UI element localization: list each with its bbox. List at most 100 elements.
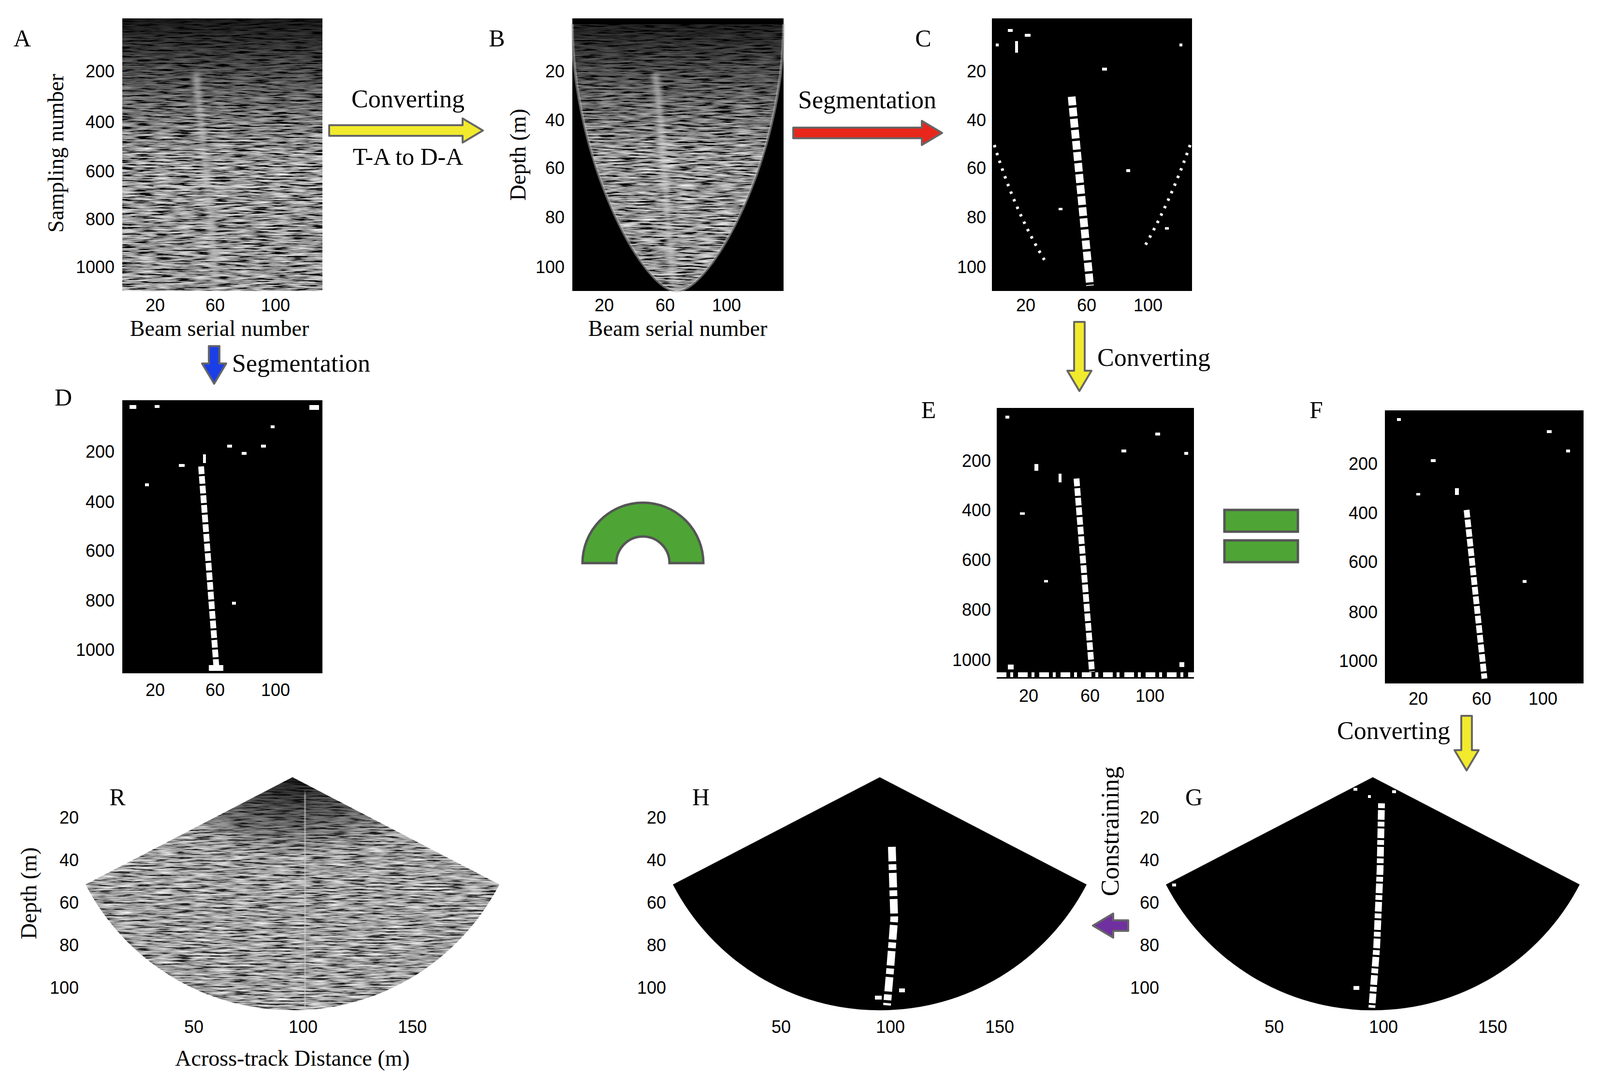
- fan: [672, 777, 1087, 1011]
- panel-letter: D: [54, 383, 73, 412]
- tick-label: 800: [85, 590, 115, 611]
- tick-label: 150: [397, 1017, 427, 1037]
- noise: [84, 775, 501, 1011]
- sonar-image-b: [572, 18, 784, 291]
- tick-label: 400: [961, 500, 991, 521]
- panel-letter: B: [488, 24, 505, 53]
- block-arrow: [202, 346, 227, 384]
- tick-label: 100: [957, 257, 987, 277]
- binary-image-e: [996, 407, 1194, 679]
- tick-label: 20: [545, 61, 565, 82]
- panel-letter: H: [692, 783, 710, 812]
- tick-label: 100: [1368, 1017, 1398, 1037]
- tick-label: 100: [712, 295, 742, 316]
- tick-label: 60: [205, 680, 225, 700]
- tick-label: 60: [1080, 685, 1100, 706]
- arrow-shape: [202, 346, 227, 384]
- tick-label: 60: [966, 158, 987, 178]
- block-arrow: [1092, 913, 1129, 938]
- tick-label: 60: [205, 295, 225, 316]
- block-arrow: [329, 118, 483, 143]
- tick-label: 80: [59, 935, 79, 956]
- binary-image-c: [991, 18, 1193, 291]
- tick-label: 60: [646, 892, 667, 913]
- axis-title: Depth (m): [16, 847, 43, 940]
- background: [991, 18, 1193, 291]
- panel-letter: A: [13, 24, 31, 53]
- block-arrow: [1067, 321, 1092, 392]
- tick-label: 800: [961, 599, 991, 620]
- tick-label: 80: [646, 935, 667, 956]
- tick-label: 20: [145, 680, 165, 700]
- plume-streak: [195, 72, 217, 287]
- arrow-label: Segmentation: [798, 85, 937, 115]
- tick-label: 1000: [75, 257, 115, 277]
- artifact-line: [153, 186, 281, 188]
- tick-label: 50: [771, 1017, 791, 1037]
- tick-label: 20: [646, 807, 667, 828]
- tick-label: 80: [1139, 935, 1160, 956]
- speckles: [129, 405, 320, 671]
- panel-letter: R: [109, 783, 126, 812]
- shade: [84, 775, 501, 1011]
- block-arrow: [1454, 715, 1479, 771]
- axis-title: Beam serial number: [588, 316, 768, 342]
- tick-label: 200: [1348, 453, 1378, 474]
- tick-label: 100: [875, 1017, 905, 1037]
- image-panel: G: [1131, 773, 1586, 1045]
- tick-label: 20: [1139, 807, 1160, 828]
- tick-label: 150: [985, 1017, 1015, 1037]
- background: [572, 18, 784, 291]
- tick-label: 20: [966, 61, 987, 82]
- fan-image-r: [84, 775, 501, 1011]
- tick-label: 100: [1130, 977, 1160, 998]
- tick-label: 400: [1348, 503, 1378, 524]
- tick-label: 100: [49, 977, 79, 998]
- speckles: [995, 29, 1183, 230]
- tick-label: 100: [1528, 688, 1558, 709]
- tick-label: 200: [961, 450, 991, 471]
- background: [996, 407, 1194, 679]
- plume: [1071, 96, 1091, 286]
- tick-label: 1000: [952, 650, 991, 670]
- shade: [572, 18, 784, 291]
- tick-label: 200: [85, 441, 115, 462]
- fan: [1165, 777, 1580, 1011]
- tick-label: 600: [1348, 552, 1378, 572]
- tick-label: 100: [261, 295, 291, 316]
- background: [122, 400, 323, 674]
- arrow-label: Converting: [1097, 343, 1211, 373]
- lighten: [84, 775, 501, 1011]
- binary-image-f: [1384, 410, 1584, 684]
- tick-label: 40: [966, 110, 987, 131]
- binary-image-d: [122, 400, 323, 674]
- tick-label: 60: [545, 158, 565, 178]
- tick-label: 40: [646, 850, 667, 871]
- tick-label: 50: [184, 1017, 204, 1037]
- tick-label: 100: [288, 1017, 318, 1037]
- background: [1384, 410, 1584, 684]
- tick-label: 100: [535, 257, 565, 277]
- tick-label: 40: [1139, 850, 1160, 871]
- tick-label: 20: [1018, 685, 1039, 706]
- intersection-symbol: [582, 502, 704, 564]
- plume-streak: [304, 792, 306, 1011]
- arrow-shape: [1454, 715, 1479, 771]
- tick-label: 60: [655, 295, 675, 316]
- arrow-shape: [793, 120, 943, 146]
- tick-label: 100: [1133, 295, 1163, 316]
- tick-label: 400: [85, 492, 115, 512]
- tick-label: 20: [594, 295, 614, 316]
- equals-bar: [1224, 509, 1298, 532]
- tick-label: 600: [961, 550, 991, 570]
- tick-label: 80: [966, 207, 987, 228]
- tick-label: 100: [637, 977, 667, 998]
- block-arrow: [793, 120, 943, 146]
- arrow-shape: [1092, 913, 1129, 938]
- tick-label: 60: [59, 892, 79, 913]
- noise: [122, 18, 323, 291]
- shade: [122, 18, 323, 291]
- tick-label: 100: [261, 680, 291, 700]
